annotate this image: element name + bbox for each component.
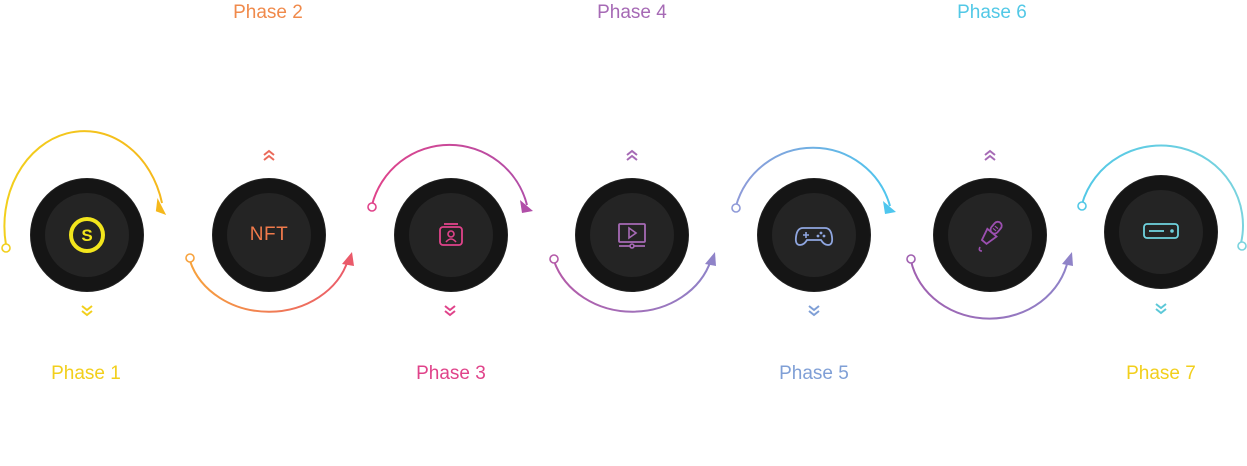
dollar-coin-icon: S (69, 217, 105, 253)
phase-1-node-inner: S (45, 193, 129, 277)
phase-7-label: Phase 7 (1126, 363, 1196, 384)
chevron-up-icon (263, 149, 275, 161)
chevron-down-icon (1155, 303, 1167, 315)
arc-5 (731, 146, 896, 214)
phase-7-node[interactable] (1105, 176, 1217, 288)
gamepad-icon (794, 227, 834, 246)
arc-3 (367, 143, 533, 213)
phase-2-node[interactable]: NFT (213, 179, 325, 291)
phase-6-label: Phase 6 (957, 2, 1027, 23)
arc-6 (906, 252, 1073, 320)
arc-2 (185, 252, 354, 313)
svg-text:S: S (81, 226, 92, 245)
phase-6-node[interactable] (934, 179, 1046, 291)
chevron-down-icon (81, 305, 93, 317)
phase-5-label: Phase 5 (779, 363, 849, 384)
video-screen-icon (618, 223, 646, 249)
phase-4-label: Phase 4 (597, 2, 667, 23)
phase-4-node-inner (590, 193, 674, 277)
nft-text-icon: NFT (249, 224, 289, 245)
phase-5-node-inner (772, 193, 856, 277)
arc-4 (549, 252, 716, 313)
phase-2-label: Phase 2 (233, 2, 303, 23)
phase-3-label: Phase 3 (416, 363, 486, 384)
chevron-up-icon (626, 149, 638, 161)
phase-5-node[interactable] (758, 179, 870, 291)
phase-1-label: Phase 1 (51, 363, 121, 384)
phase-4-node[interactable] (576, 179, 688, 291)
chevron-down-icon (444, 305, 456, 317)
phase-2-node-inner: NFT (227, 193, 311, 277)
arc-7 (1077, 144, 1247, 251)
phase-7-node-inner (1119, 190, 1203, 274)
phase-1-node[interactable]: S (31, 179, 143, 291)
phase-3-node[interactable] (395, 179, 507, 291)
phase-6-node-inner (948, 193, 1032, 277)
chevron-down-icon (808, 305, 820, 317)
arc-1 (1, 130, 167, 253)
chevron-up-icon (984, 149, 996, 161)
server-drive-icon (1143, 223, 1179, 239)
microphone-icon (978, 220, 1003, 252)
phase-3-node-inner (409, 193, 493, 277)
profile-card-icon (439, 223, 463, 246)
